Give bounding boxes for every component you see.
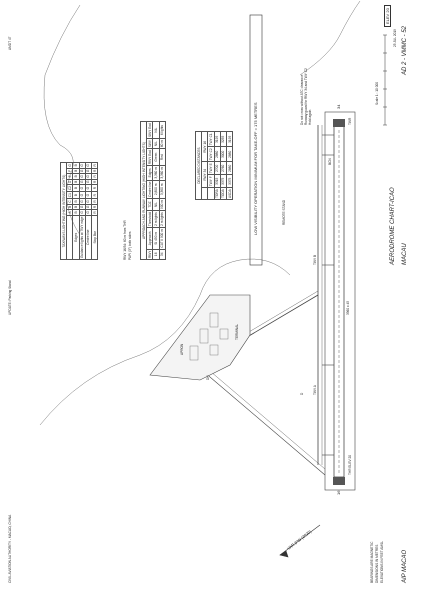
coastline (39, 258, 291, 426)
lvo-box (249, 14, 263, 266)
taxiway-cell: R (91, 179, 98, 185)
footer-center: UPDATE: Parking Stand (8, 280, 12, 316)
approach-cell: 34 (159, 249, 166, 260)
hold-note-3: Do not cross without ATC clearance (300, 74, 304, 125)
runway-dimensions: 3360 x 45 (346, 300, 350, 315)
taxiway-connectors (322, 134, 334, 456)
link-taxiway (189, 359, 326, 476)
taxiway-lighting-table: TAXIWAYS LIGHTING (HIGH INTENSITY LIGHTS… (60, 162, 98, 260)
declared-distances-table: DECLARED DISTANCES RWY 34 RWY 16 TWY F T… (195, 131, 233, 200)
runway-16-label: 16 (336, 490, 341, 495)
north-arrow-icon (279, 524, 321, 558)
table-row: ASDA 3375 2880 2880 3195 (226, 131, 233, 200)
approach-cell: 900 m (159, 198, 166, 211)
taxiway-title-2: (HIGH INTENSITY LIGHTS) (61, 174, 66, 215)
beacon-label: BCN (328, 158, 332, 165)
lvo-title: LOW VISIBILITY OPERATION MINIMUM FOR TAK… (253, 102, 258, 235)
approach-cell: 2 m lights (159, 210, 166, 228)
apron-label: APRON (180, 343, 184, 355)
apron-stands (189, 312, 229, 361)
runway-lights (333, 119, 345, 485)
twy-a-label: TWY A (313, 385, 317, 395)
taxiway-cell: Stop Bar (91, 215, 98, 260)
approach-title-2: (HIGH INTENSITY LIGHTS) (141, 142, 146, 183)
threshold-elevation: THR ELEV 20 (348, 454, 352, 475)
table-row: Stop Bar R R R R R R R R R (91, 162, 98, 260)
declared-cell: 2880 (226, 146, 233, 162)
runway-strip (324, 111, 356, 491)
approach-cell: 60 m (159, 138, 166, 149)
approach-cell: 3,360 m (159, 180, 166, 199)
taxiway-title: TAXIWAYS LIGHTING (61, 215, 66, 248)
scale-bar (383, 34, 387, 126)
dh-label: DH (206, 375, 210, 380)
approach-cell: 3,360 m (159, 165, 166, 181)
declared-cell: 3195 (226, 131, 233, 147)
coastline-east (299, 0, 361, 76)
twr-label: TWR (348, 117, 352, 125)
runway-34-label: 34 (336, 104, 341, 109)
taxiway-cell: R (91, 184, 98, 192)
declared-row-label: ASDA (226, 187, 233, 200)
taxiway-cell: R (91, 204, 98, 210)
approach-cell: Red (159, 148, 166, 166)
footer-left: CIVIL AVIATION AUTHORITY - MACAO, CHINA (8, 514, 12, 583)
declared-cell: 2880 (226, 161, 233, 175)
remote-stand-label: REMOTE STAND (282, 199, 286, 225)
coastline-north (43, 4, 81, 236)
approach-note-1: PAPI (3°) both sides (128, 231, 132, 261)
approach-cell: 6 lights (159, 121, 166, 139)
approach-cell: CAT II 900 m (159, 227, 166, 250)
approach-lighting-table: APPROACH AND RUNWAY LIGHTING (HIGH INTEN… (140, 121, 166, 260)
table-row: 34 CAT II 900 m 2 m lights 900 m 3,360 m… (159, 121, 166, 260)
approach-note-2: RWY 16/34: 60 m from THR (123, 220, 127, 260)
taxiway-cell: R (91, 198, 98, 205)
hold-note-2: Runway guard for RWY 34 and TWY C2 (304, 68, 308, 125)
twy-b-label: TWY B (313, 254, 317, 265)
footer-right: AMDT 47 (8, 36, 12, 50)
hold-note-1: Hold again (308, 109, 312, 125)
taxiway-cell: R (91, 209, 98, 216)
d-label: D (300, 392, 304, 395)
scale-label: Scale 1 : 10 000 (375, 81, 379, 105)
approach-title: APPROACH AND RUNWAY LIGHTING (141, 183, 146, 239)
terminal-label: TERMINAL (235, 323, 239, 340)
taxiway-cell: R (91, 168, 98, 174)
declared-cell: 3375 (226, 174, 233, 188)
taxiway-cell: R (91, 191, 98, 199)
taxiway-cell: R (91, 173, 98, 180)
taxiway-cell: R (91, 162, 98, 169)
